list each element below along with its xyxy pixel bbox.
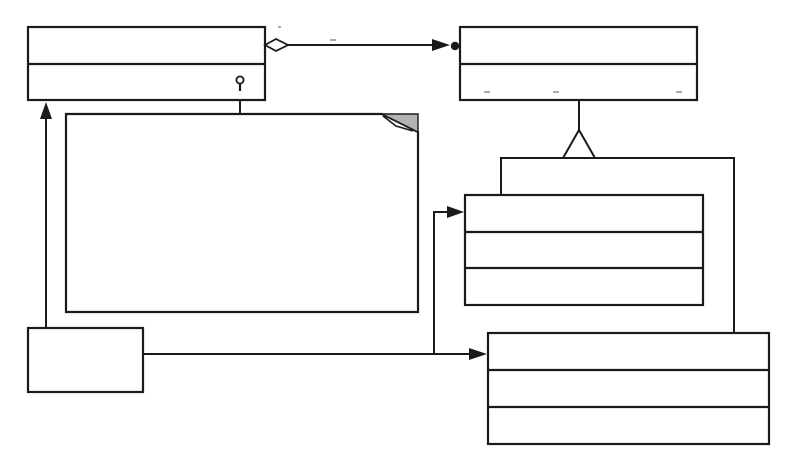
arrowhead-icon [40, 102, 52, 119]
aggregation-connector [263, 26, 460, 53]
note-anchor-icon [235, 75, 245, 85]
client-to-right-connector [143, 206, 487, 360]
generalization-triangle-icon [561, 127, 597, 159]
note-body [64, 112, 420, 314]
client-to-top-left-connector [40, 102, 52, 328]
note-box[interactable] [64, 100, 420, 314]
arrowhead-icon [432, 39, 450, 51]
endpoint-dot-icon [450, 41, 460, 51]
client-box[interactable] [26, 326, 145, 394]
class-top-left[interactable] [26, 25, 267, 102]
arrowhead-icon [447, 206, 464, 218]
generalization-connector [500, 100, 735, 333]
aggregation-diamond-icon [263, 37, 291, 53]
note-fold-icon [381, 113, 419, 134]
class-top-right[interactable] [458, 25, 699, 102]
class-bottom-right[interactable] [486, 331, 771, 446]
arrowhead-icon [469, 348, 487, 360]
class-middle-right[interactable] [463, 193, 705, 307]
